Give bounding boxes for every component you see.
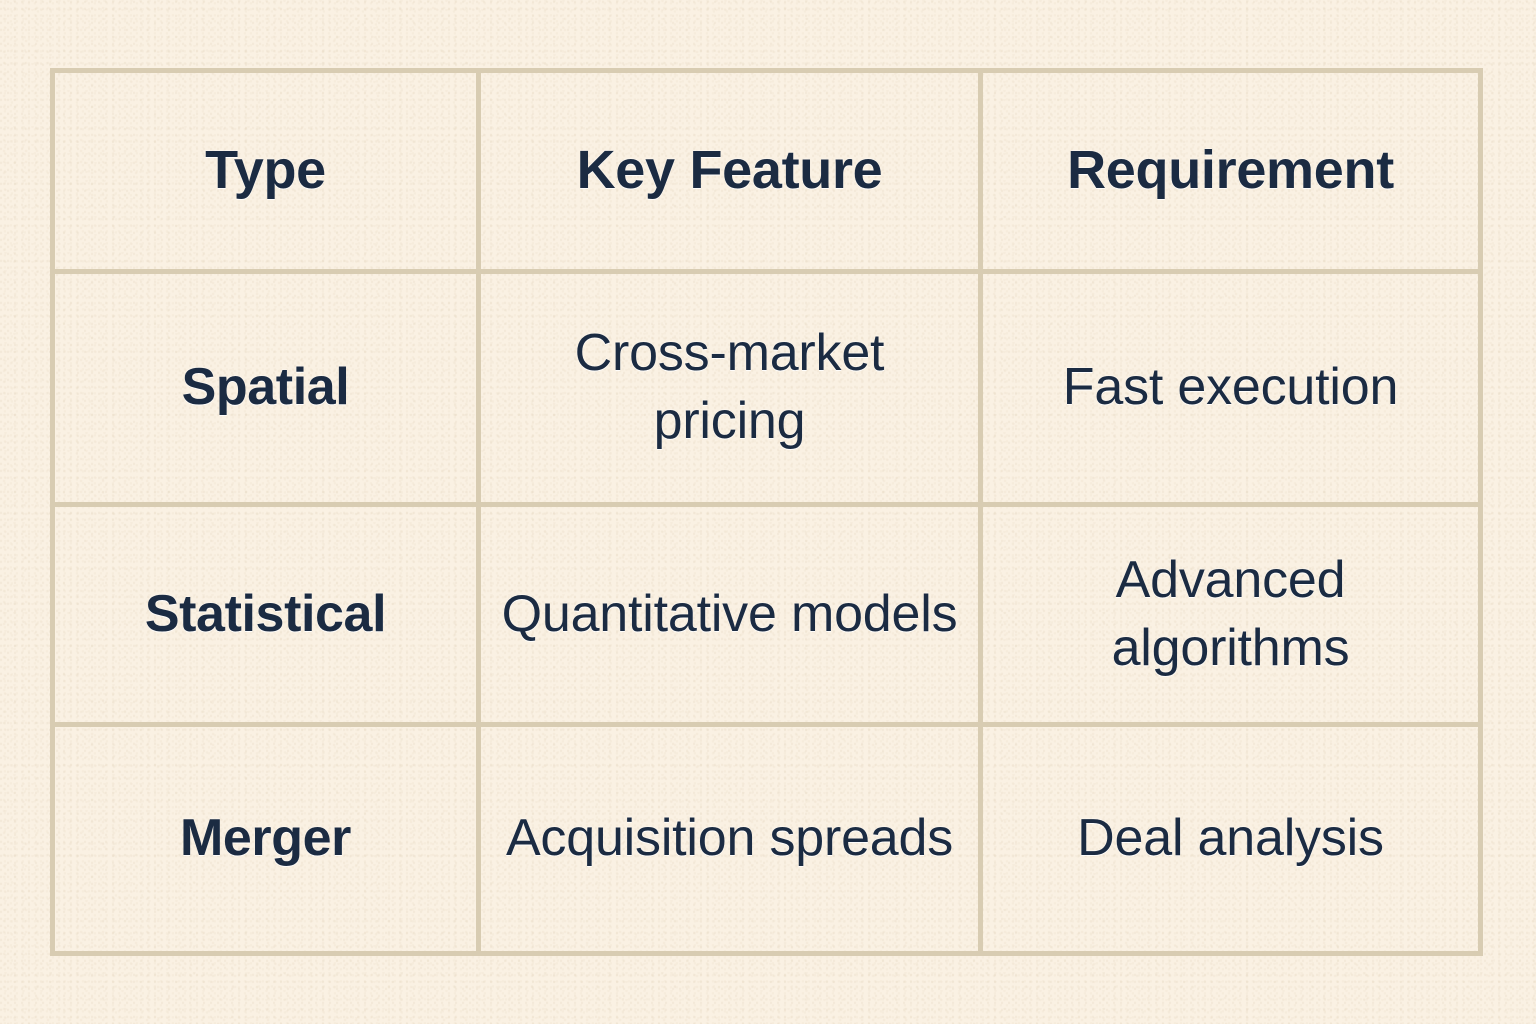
cell-key-feature-merger: Acquisition spreads: [476, 722, 983, 956]
cell-key-feature-statistical: Quantitative models: [476, 502, 983, 727]
cell-requirement-statistical: Advanced algorithms: [978, 502, 1483, 727]
arbitrage-types-table: Type Key Feature Requirement Spatial Cro…: [50, 68, 1483, 956]
table-row: Statistical Quantitative models Advanced…: [50, 502, 1483, 727]
cell-requirement-merger: Deal analysis: [978, 722, 1483, 956]
cell-key-feature-spatial: Cross-market pricing: [476, 269, 983, 507]
column-header-key-feature: Key Feature: [476, 68, 983, 274]
header-row: Type Key Feature Requirement: [50, 68, 1483, 274]
cell-type-spatial: Spatial: [50, 269, 481, 507]
cell-type-merger: Merger: [50, 722, 481, 956]
table-body: Spatial Cross-market pricing Fast execut…: [50, 269, 1483, 956]
column-header-type: Type: [50, 68, 481, 274]
table-container: Type Key Feature Requirement Spatial Cro…: [50, 68, 1483, 956]
table-row: Spatial Cross-market pricing Fast execut…: [50, 269, 1483, 507]
cell-requirement-spatial: Fast execution: [978, 269, 1483, 507]
column-header-requirement: Requirement: [978, 68, 1483, 274]
cell-type-statistical: Statistical: [50, 502, 481, 727]
table-header: Type Key Feature Requirement: [50, 68, 1483, 274]
table-row: Merger Acquisition spreads Deal analysis: [50, 722, 1483, 956]
